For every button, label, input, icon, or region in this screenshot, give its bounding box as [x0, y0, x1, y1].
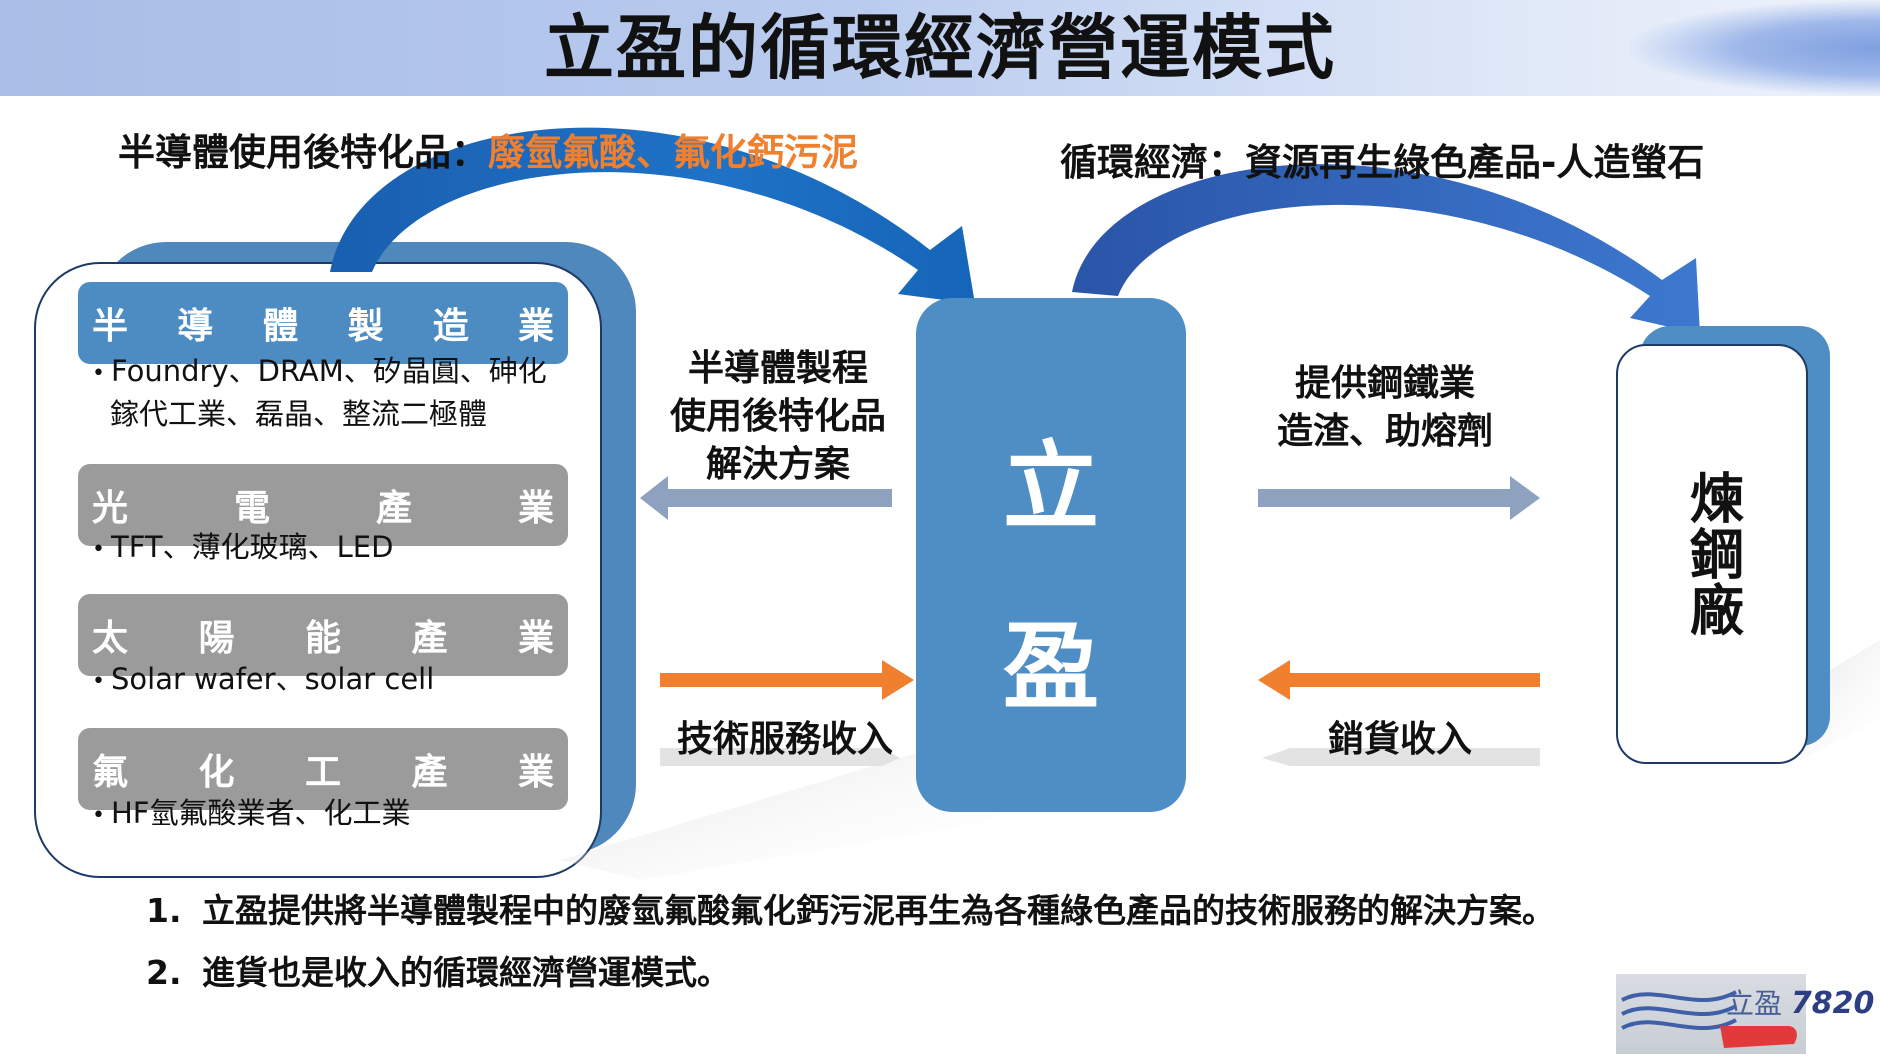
note-number: 1. — [146, 891, 182, 930]
arrow-sales-income — [1258, 660, 1540, 700]
industry-label-char: 太 — [92, 618, 129, 659]
industry-label: 氟化工產業 — [92, 743, 554, 795]
company-logo: 立盈 7820 — [1616, 974, 1880, 1061]
industry-label: 太陽能產業 — [92, 609, 554, 661]
industry-label-char: 產 — [375, 488, 412, 529]
industry-label-char: 業 — [517, 306, 554, 347]
steel-plant-block: 煉鋼廠 — [1616, 344, 1808, 764]
industry-label-char: 業 — [517, 752, 554, 793]
arrow-tech-income — [660, 660, 914, 700]
steel-plant-label: 煉鋼廠 — [1680, 470, 1744, 638]
industry-label-char: 工 — [304, 752, 341, 793]
center-company-block: 立 盈 — [916, 298, 1186, 812]
industry-label-char: 產 — [411, 618, 448, 659]
industry-label-char: 導 — [177, 306, 214, 347]
industry-label-char: 化 — [198, 752, 235, 793]
flow-label-supply-line: 造渣、助熔劑 — [1276, 411, 1493, 452]
industry-detail: 鎵代工業、磊晶、整流二極體 — [110, 393, 487, 436]
industry-label-char: 體 — [262, 306, 299, 347]
center-char-1: 立 — [1003, 431, 1099, 543]
flow-label-solution-line: 半導體製程 — [687, 348, 868, 389]
industry-label-char: 光 — [92, 488, 129, 529]
header-band — [0, 0, 1880, 96]
industry-label: 光電產業 — [92, 479, 554, 531]
industry-detail-text: HF氫氟酸業者、化工業 — [110, 796, 411, 830]
caption-waste-highlight: 廢氫氟酸、氟化鈣污泥 — [488, 131, 858, 174]
industry-bar: 氟化工產業 — [78, 728, 568, 810]
industry-label-char: 製 — [347, 306, 384, 347]
industry-label-char: 電 — [233, 488, 270, 529]
flow-label-sales-income: 銷貨收入 — [1327, 719, 1472, 760]
industry-label-char: 業 — [517, 488, 554, 529]
industry-detail: •TFT、薄化玻璃、LED — [92, 526, 393, 571]
industry-label-char: 產 — [411, 752, 448, 793]
flow-label-supply: 提供鋼鐵業 造渣、助熔劑 — [1230, 360, 1540, 456]
industry-detail-text: TFT、薄化玻璃、LED — [110, 530, 394, 564]
flow-label-solution-line: 使用後特化品 — [669, 396, 886, 437]
bullet-icon: • — [92, 360, 105, 386]
industry-detail: •Solar wafer、solar cell — [92, 658, 434, 703]
logo-text: 立盈 7820 — [1726, 982, 1874, 1022]
note-text: 立盈提供將半導體製程中的廢氫氟酸氟化鈣污泥再生為各種綠色產品的技術服務的解決方案… — [202, 891, 1555, 930]
caption-circular-economy: 循環經濟：資源再生綠色產品-人造螢石 — [1060, 141, 1705, 184]
flow-label-tech-income: 技術服務收入 — [676, 719, 893, 760]
logo-name: 立盈 — [1726, 987, 1783, 1020]
flow-label-supply-line: 提供鋼鐵業 — [1294, 363, 1475, 404]
bullet-icon: • — [92, 802, 105, 828]
caption-waste-products: 半導體使用後特化品：廢氫氟酸、氟化鈣污泥 — [118, 130, 858, 176]
logo-stock-code: 7820 — [1790, 986, 1875, 1021]
notes-list: 1. 立盈提供將半導體製程中的廢氫氟酸氟化鈣污泥再生為各種綠色產品的技術服務的解決… — [146, 880, 1555, 1004]
industry-label-char: 陽 — [198, 618, 235, 659]
note-item: 1. 立盈提供將半導體製程中的廢氫氟酸氟化鈣污泥再生為各種綠色產品的技術服務的解決… — [146, 880, 1555, 942]
industry-detail: •Foundry、DRAM、矽晶圓、砷化 — [92, 350, 547, 395]
industry-detail: •HF氫氟酸業者、化工業 — [92, 792, 410, 837]
bullet-icon: • — [92, 536, 105, 562]
bullet-icon: • — [92, 668, 105, 694]
center-char-2: 盈 — [1003, 611, 1099, 723]
page-title: 立盈的循環經濟營運模式 — [544, 7, 1336, 89]
industry-label-char: 半 — [92, 306, 129, 347]
note-number: 2. — [146, 953, 182, 992]
industry-bar: 光電產業 — [78, 464, 568, 546]
industry-bar: 太陽能產業 — [78, 594, 568, 676]
industry-label-char: 氟 — [92, 752, 129, 793]
logo-emblem — [1616, 974, 1806, 1054]
industry-label-char: 造 — [432, 306, 469, 347]
industry-detail-text: Solar wafer、solar cell — [110, 662, 435, 696]
wave-icon — [1621, 990, 1797, 1048]
note-text: 進貨也是收入的循環經濟營運模式。 — [202, 953, 730, 992]
industry-detail-text: Foundry、DRAM、矽晶圓、砷化 — [110, 354, 547, 388]
header-swoosh-decoration — [1630, 0, 1880, 96]
note-item: 2. 進貨也是收入的循環經濟營運模式。 — [146, 942, 1555, 1004]
arrow-supply — [1258, 476, 1540, 520]
industry-label-char: 能 — [304, 618, 341, 659]
flow-label-solution-line: 解決方案 — [705, 444, 850, 485]
industry-label: 半導體製造業 — [92, 297, 554, 349]
flow-label-solution: 半導體製程 使用後特化品 解決方案 — [648, 345, 908, 489]
industry-label-char: 業 — [517, 618, 554, 659]
caption-waste-prefix: 半導體使用後特化品： — [118, 131, 488, 174]
industry-detail-text: 鎵代工業、磊晶、整流二極體 — [110, 397, 488, 431]
